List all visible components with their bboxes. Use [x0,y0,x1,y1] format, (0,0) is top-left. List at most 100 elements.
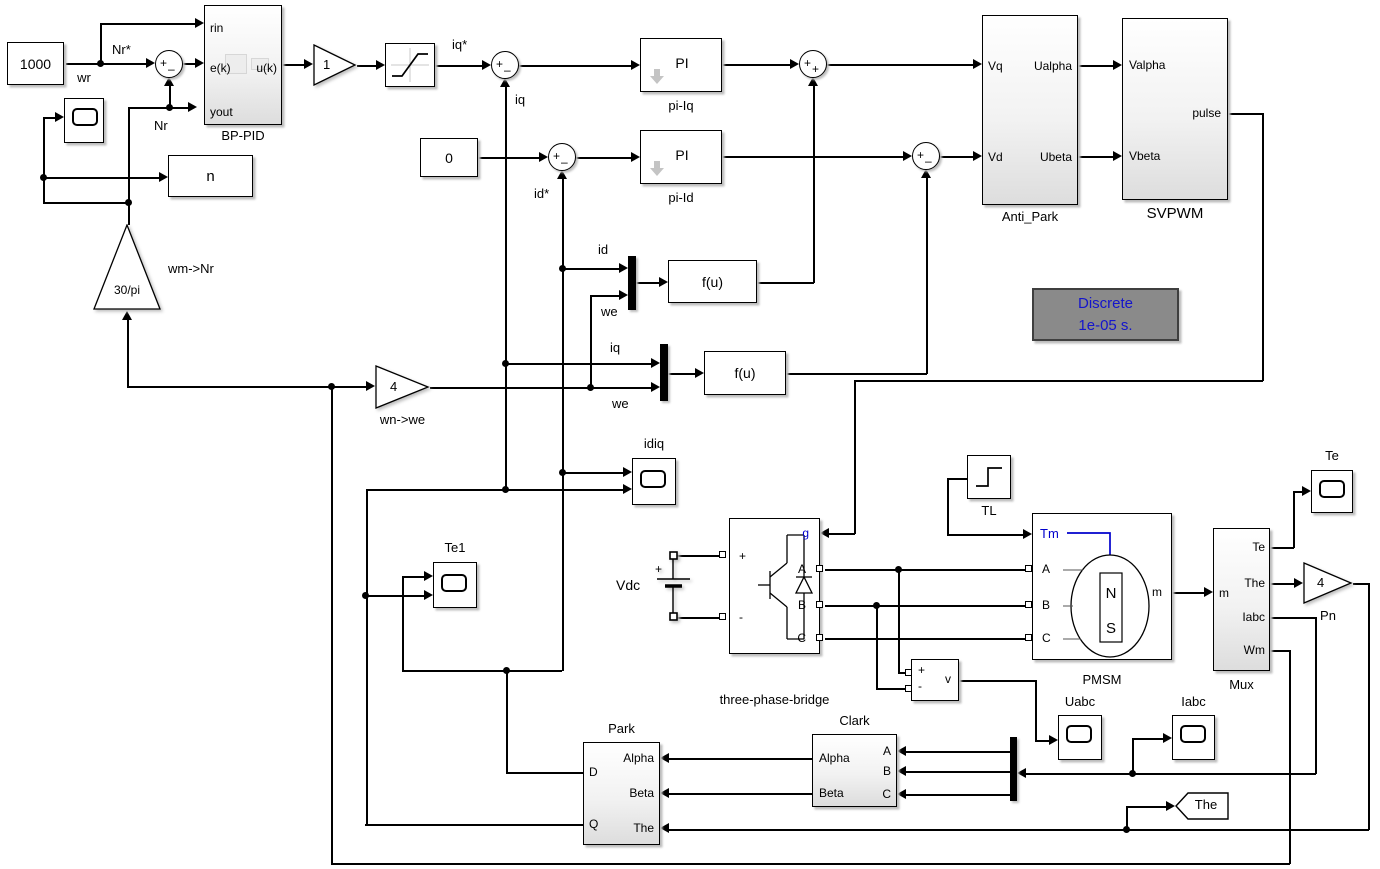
gain-wm-nr-label: wm->Nr [168,261,214,276]
port-ubeta: Ubeta [1039,150,1072,164]
igbt-diode-icon [758,534,814,640]
scope-idiq[interactable] [632,458,676,505]
port-square [816,634,823,641]
sum-sign: + [553,149,561,163]
discrete-line2: 1e-05 s. [1078,316,1133,334]
mux-block[interactable]: m Te The Iabc Wm [1213,528,1270,671]
gain-wm-nr[interactable] [93,224,161,310]
gain-unit[interactable] [313,44,357,86]
port-q: Q [589,817,599,831]
port-vd: Vd [988,150,1003,164]
fcn-d-block[interactable]: f(u) [668,260,757,303]
constant-zero[interactable]: 0 [420,138,478,177]
port-vq: Vq [988,59,1003,73]
pmsm-block[interactable]: N S Tm A B C m [1032,513,1172,660]
label-id-ref: id* [534,186,550,201]
demux-iabc[interactable] [1010,737,1017,801]
voltage-measurement-block[interactable]: + - v [911,659,959,701]
gain-wn-we[interactable] [375,365,430,409]
pi-id-block[interactable]: PI [640,130,722,184]
port-plus: + [739,549,747,563]
scope-iabc[interactable] [1172,715,1215,760]
gain-pn[interactable] [1303,562,1353,604]
mux-id-we[interactable] [628,256,636,310]
scope-te[interactable] [1311,470,1353,513]
scope-icon [72,108,98,126]
label-iq-fb: iq [515,92,526,107]
port-square [905,669,912,676]
port-beta: Beta [819,786,844,800]
three-phase-bridge-block[interactable]: + - g A B C [729,518,820,654]
label-iq-ref: iq* [452,37,468,52]
constant-speed-ref[interactable]: 1000 [7,42,64,85]
park-block[interactable]: D Q Alpha Beta The [583,742,660,845]
scope-icon [640,470,666,488]
sum-sign: – [561,155,568,169]
sum-vq[interactable]: + + [799,50,827,78]
gain-unit-value: 1 [323,57,331,72]
port-b: B [797,598,806,612]
bp-pid-block[interactable]: rin e(k) yout u(k) [204,5,282,125]
svpwm-label: SVPWM [1146,205,1204,222]
sum-vd[interactable]: + – [912,142,940,170]
discrete-line1: Discrete [1077,295,1133,312]
port-c: C [882,787,891,801]
port-v: v [945,672,951,686]
label-we-in2: we [612,396,629,411]
port-plus: + [918,663,926,677]
tl-step-block[interactable] [967,455,1011,499]
saturation-block[interactable] [385,43,435,87]
port-minus: - [918,679,922,693]
port-ualpha: Ualpha [1033,59,1072,73]
gain-pn-value: 4 [1317,575,1325,590]
gain-wn-we-label: wn->we [379,412,426,427]
tl-label: TL [981,503,997,518]
sum-sign: + [917,148,925,162]
mux-iq-we[interactable] [660,344,668,401]
pi-iq-block[interactable]: PI [640,38,722,92]
scope-wr[interactable] [64,98,104,143]
scope-te1[interactable] [433,562,477,608]
sum-sign: + [160,56,168,70]
goto-the-tag[interactable]: The [1175,792,1229,820]
port-a: A [882,744,891,758]
port-c: C [797,631,806,645]
sum-id[interactable]: + – [548,143,576,171]
sum-sign: + [496,57,504,71]
discrete-annotation[interactable]: Discrete 1e-05 s. [1032,288,1179,341]
scope-uabc[interactable] [1058,715,1102,760]
scope-te1-label: Te1 [444,540,466,555]
goto-the-label: The [1194,797,1218,812]
port-wm: Wm [1243,643,1265,657]
port-the: The [633,821,654,835]
scope-te-label: Te [1325,448,1339,463]
scope-iabc-label: Iabc [1181,694,1206,709]
port-square [719,613,726,620]
port-ek: e(k) [210,61,231,75]
vdc-battery[interactable]: + [645,543,697,627]
clark-block[interactable]: Alpha Beta A B C [812,734,897,807]
anti-park-block[interactable]: Vq Vd Ualpha Ubeta [982,15,1078,205]
gain-wm-nr-value: 30/pi [113,283,141,297]
port-square [816,601,823,608]
sum-iq[interactable]: + – [491,51,519,79]
sum-sign: – [504,63,511,77]
svpwm-block[interactable]: Valpha Vbeta pulse [1122,18,1228,200]
bp-pid-preview [225,54,247,74]
constant-zero-value: 0 [445,149,453,166]
scope-icon [1066,725,1092,743]
fcn-d-text: f(u) [702,273,723,290]
gain-wn-we-value: 4 [390,379,398,394]
scope-icon [441,574,467,592]
sum-speed[interactable]: + – [155,50,183,78]
port-square [1025,634,1032,641]
port-m: m [1152,585,1162,599]
n-block-value: n [206,167,215,185]
fcn-q-block[interactable]: f(u) [704,351,786,395]
battery-plus-sign: + [655,562,662,576]
n-block[interactable]: n [168,155,253,197]
port-g: g [802,526,809,540]
sum-sign: + [812,62,820,76]
port-iabc: Iabc [1242,610,1265,624]
port-beta: Beta [629,786,654,800]
